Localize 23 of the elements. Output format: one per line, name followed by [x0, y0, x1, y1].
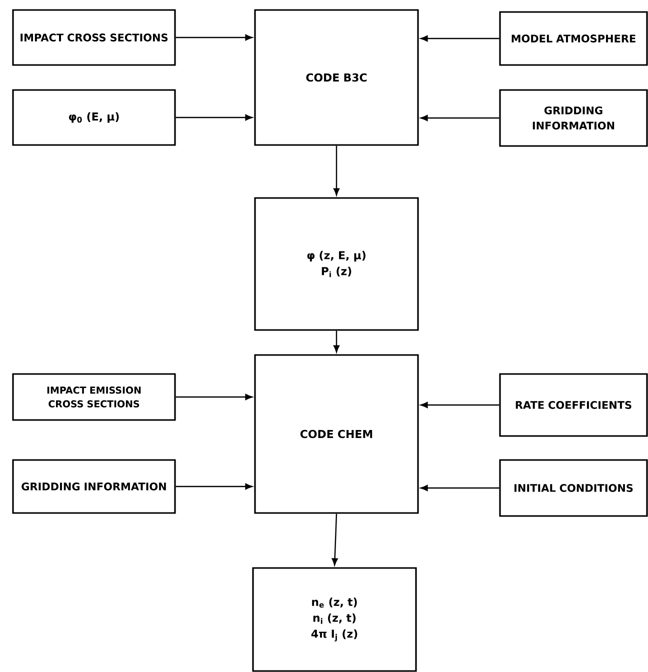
arrow	[176, 483, 252, 490]
arrow	[333, 330, 340, 352]
arrow	[420, 114, 500, 122]
process-box: IMPACT CROSS SECTIONS	[12, 9, 176, 66]
arrow	[420, 35, 500, 42]
process-box: IMPACT EMISSION CROSS SECTIONS	[12, 373, 176, 421]
process-box: CODE CHEM	[254, 354, 419, 514]
arrow	[332, 514, 338, 566]
arrow	[176, 34, 252, 41]
arrow	[333, 146, 340, 196]
arrow	[176, 394, 252, 400]
process-box: GRIDDING INFORMATION	[12, 459, 176, 514]
arrow	[176, 114, 252, 121]
process-box: n$_{e}$ (z, t) n$_{i}$ (z, t) 4π I$_{j}$ (z)	[252, 567, 417, 672]
arrow	[420, 484, 500, 492]
process-box: RATE COEFFICIENTS	[499, 373, 648, 437]
process-box: INITIAL CONDITIONS	[499, 459, 648, 517]
arrow	[420, 402, 500, 408]
process-box: CODE B3C	[254, 9, 419, 146]
process-box: GRIDDING INFORMATION	[499, 89, 648, 147]
process-box: MODEL ATMOSPHERE	[499, 11, 648, 66]
process-box: φ (z, E, μ) P$_{i}$ (z)	[254, 197, 419, 331]
process-box: φ$_{0}$ (E, μ)	[12, 89, 176, 146]
